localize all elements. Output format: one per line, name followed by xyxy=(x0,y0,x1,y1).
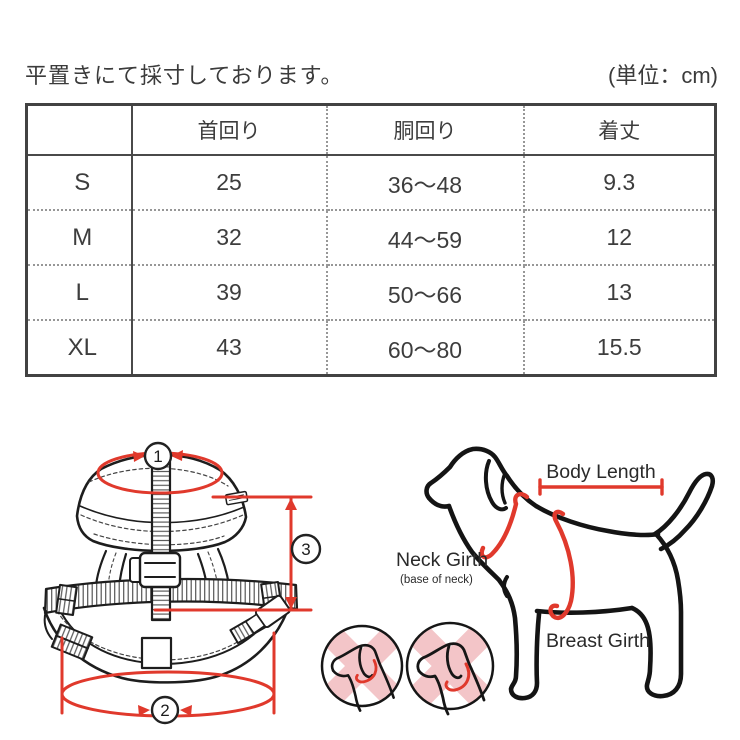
col-girth: 胴回り xyxy=(326,104,525,156)
table-row: XL 43 60〜80 15.5 xyxy=(26,320,716,376)
size-cell: L xyxy=(26,265,133,321)
breast-girth-label: Breast Girth xyxy=(546,630,650,652)
svg-text:2: 2 xyxy=(160,701,169,720)
size-cell: S xyxy=(26,155,133,211)
dim-number-1: 1 xyxy=(143,441,173,471)
length-value: 15.5 xyxy=(596,334,642,360)
girth-value: 44〜59 xyxy=(326,210,525,266)
neck-value: 25 xyxy=(131,155,328,211)
table-row: S 25 36〜48 9.3 xyxy=(26,155,716,211)
length-value: 9.3 xyxy=(523,155,716,211)
neck-value: 39 xyxy=(131,265,328,321)
harness-tab xyxy=(140,636,173,670)
dim-number-3: 3 xyxy=(290,533,322,565)
dim-number-2: 2 xyxy=(150,695,180,725)
measurement-diagram: 1 2 3 xyxy=(42,441,716,725)
size-cell: M xyxy=(26,210,133,266)
length-value: 12 xyxy=(523,210,716,266)
neck-girth-sublabel: (base of neck) xyxy=(400,574,473,586)
dog-diagram xyxy=(424,446,716,701)
svg-text:3: 3 xyxy=(301,540,310,559)
center-strap xyxy=(150,460,172,622)
neck-value: 32 xyxy=(131,210,328,266)
body-length-label: Body Length xyxy=(546,461,656,483)
girth-value: 36〜48 xyxy=(326,155,525,211)
col-length: 着丈 xyxy=(523,104,716,156)
girth-value: 50〜66 xyxy=(326,265,525,321)
table-row: L 39 50〜66 13 xyxy=(26,265,716,321)
wrong-example-2-icon xyxy=(405,621,495,716)
size-table: 首回り 胴回り 着丈 S 25 36〜48 9.3 M 32 44〜59 12 … xyxy=(25,103,717,377)
col-neck: 首回り xyxy=(131,104,328,156)
measurement-note: 平置きにて採寸しております。 xyxy=(25,63,344,88)
neck-girth-line xyxy=(479,492,530,560)
corner-cell xyxy=(26,104,133,156)
girth-value: 60〜80 xyxy=(326,320,525,376)
left-adjuster xyxy=(55,583,78,616)
left-buckle xyxy=(50,623,94,661)
neck-girth-label: Neck Girth xyxy=(396,549,488,571)
harness-dimensions xyxy=(60,450,313,718)
neck-value: 43 xyxy=(131,320,328,376)
table-row: M 32 44〜59 12 xyxy=(26,210,716,266)
center-buckle xyxy=(138,551,182,589)
size-cell: XL xyxy=(26,320,133,376)
svg-text:1: 1 xyxy=(153,447,162,466)
header-row: 首回り 胴回り 着丈 xyxy=(26,104,716,156)
length-value: 13 xyxy=(523,265,716,321)
breast-girth-line xyxy=(548,509,575,621)
wrong-example-1-icon xyxy=(320,624,404,712)
unit-note: (単位：cm) xyxy=(608,63,718,88)
harness-diagram xyxy=(42,453,299,684)
dog-dimensions xyxy=(479,478,664,621)
